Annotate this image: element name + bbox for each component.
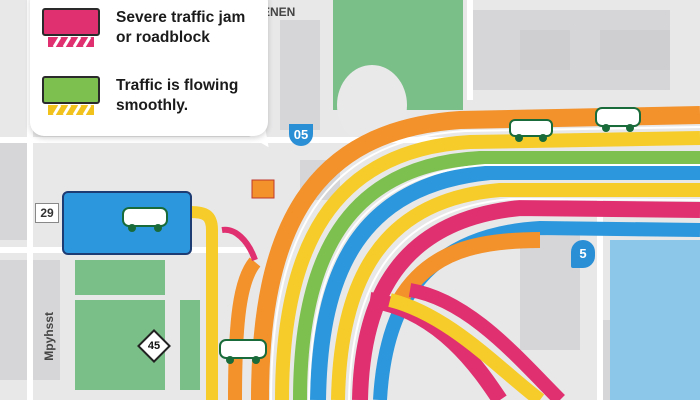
map-legend: Severe traffic jam or roadblock Traffic … [30, 0, 268, 136]
legend-item-jam: Severe traffic jam or roadblock [42, 8, 266, 48]
route-marker-label: 05 [293, 127, 309, 142]
route-marker-right: 5 [571, 240, 595, 268]
legend-label-jam: Severe traffic jam or roadblock [116, 8, 266, 48]
car-icon [595, 107, 641, 132]
orange-sign-icon [251, 179, 275, 199]
route-marker-label: 5 [579, 246, 587, 261]
route-marker-label: 29 [40, 206, 54, 220]
car-icon [509, 119, 553, 142]
road-sign-icon [137, 329, 171, 363]
legend-label-line: or roadblock [116, 29, 210, 46]
route-marker-label: 45 [147, 340, 161, 352]
route-marker-05: 05 [289, 124, 313, 146]
jam-swatch [42, 8, 100, 48]
traffic-routes [89, 106, 700, 400]
water-area [610, 240, 700, 400]
top-street-label: ENEN [262, 5, 296, 19]
legend-label-line: Traffic is flowing [116, 77, 239, 94]
car-icon [122, 207, 168, 232]
route-marker-45: 45 [144, 339, 164, 353]
legend-item-flow: Traffic is flowing smoothly. [42, 76, 266, 116]
left-street-label: Mpyhsst [42, 312, 56, 361]
legend-label-line: smoothly. [116, 97, 189, 114]
route-marker-29: 29 [35, 203, 59, 223]
legend-label-line: Severe traffic jam [116, 9, 246, 26]
legend-label-flow: Traffic is flowing smoothly. [116, 76, 266, 116]
car-icon [219, 339, 267, 364]
flow-swatch [42, 76, 100, 116]
